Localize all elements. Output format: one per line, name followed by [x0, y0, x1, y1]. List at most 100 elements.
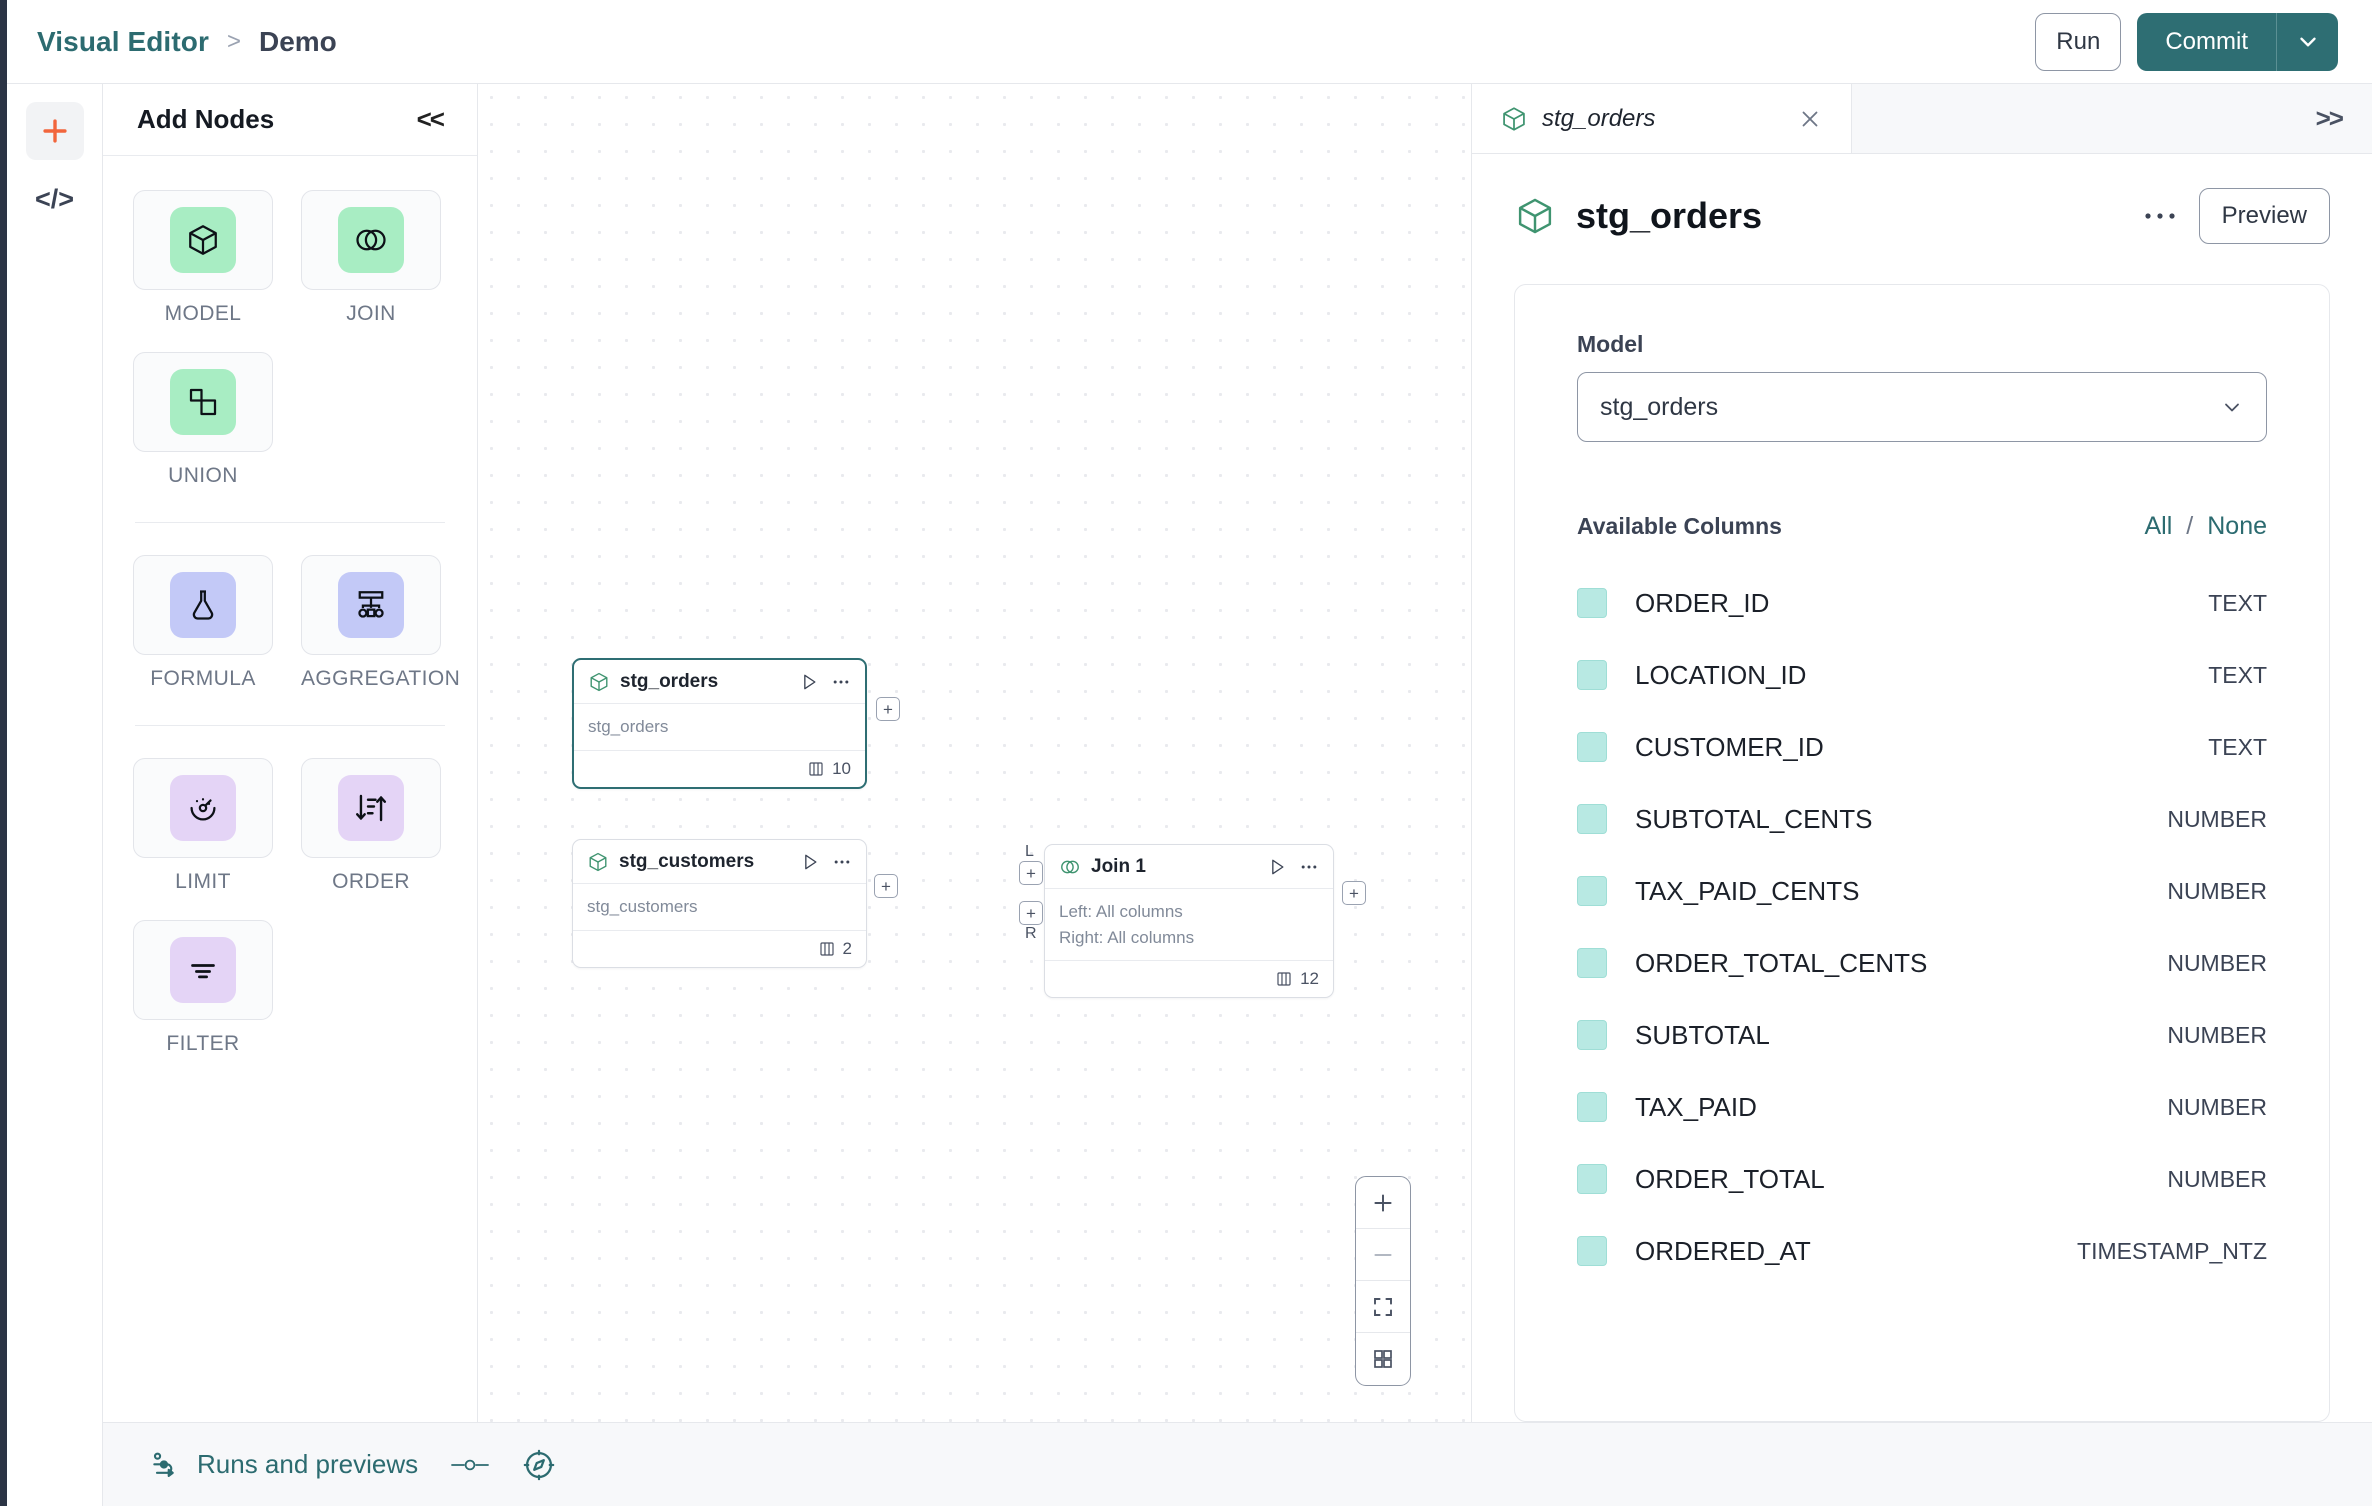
- sort-arrows-icon: [338, 775, 404, 841]
- node-type-union-label: UNION: [168, 464, 238, 487]
- columns-icon: [818, 940, 836, 958]
- node-type-filter[interactable]: FILTER: [133, 920, 273, 1056]
- column-row[interactable]: SUBTOTAL_CENTS NUMBER: [1577, 783, 2267, 855]
- column-checkbox[interactable]: [1577, 732, 1607, 762]
- flow-node-output-port[interactable]: +: [874, 874, 898, 898]
- column-name: CUSTOMER_ID: [1635, 731, 1824, 762]
- flow-node-title: stg_customers: [619, 850, 755, 872]
- column-row[interactable]: SUBTOTAL NUMBER: [1577, 999, 2267, 1071]
- node-type-model-tile[interactable]: [133, 190, 273, 290]
- column-name: TAX_PAID: [1635, 1091, 1757, 1122]
- column-checkbox[interactable]: [1577, 876, 1607, 906]
- flow-node-join-1[interactable]: Join 1 Left: All columns Right: All colu…: [1019, 843, 1366, 998]
- node-type-limit[interactable]: LIMIT: [133, 758, 273, 894]
- bottom-bar: Runs and previews: [103, 1422, 2372, 1506]
- node-type-join-label: JOIN: [346, 302, 396, 325]
- flow-node-input-port-right[interactable]: +: [1019, 901, 1043, 925]
- run-button[interactable]: Run: [2035, 12, 2122, 71]
- column-row[interactable]: ORDER_ID TEXT: [1577, 567, 2267, 639]
- fit-view-icon[interactable]: [1356, 1281, 1410, 1333]
- flow-node-input-port-left[interactable]: +: [1019, 861, 1043, 885]
- flow-node-body: stg_orders: [574, 704, 865, 751]
- ellipsis-icon[interactable]: [831, 672, 851, 692]
- node-type-filter-tile[interactable]: [133, 920, 273, 1020]
- toggle-dot-icon[interactable]: [448, 1452, 492, 1478]
- select-none-link[interactable]: None: [2207, 512, 2267, 540]
- column-row[interactable]: CUSTOMER_ID TEXT: [1577, 711, 2267, 783]
- flow-node-actions: [1267, 857, 1319, 877]
- column-row[interactable]: TAX_PAID NUMBER: [1577, 1071, 2267, 1143]
- compass-icon[interactable]: [522, 1448, 556, 1482]
- node-type-order-tile[interactable]: [301, 758, 441, 858]
- add-nodes-panel: Add Nodes << MODEL JOIN: [103, 84, 478, 1422]
- ellipsis-icon[interactable]: [1299, 857, 1319, 877]
- breadcrumb-root-link[interactable]: Visual Editor: [37, 25, 209, 57]
- node-type-aggregation-tile[interactable]: [301, 555, 441, 655]
- select-all-link[interactable]: All: [2144, 512, 2173, 540]
- column-row[interactable]: ORDER_TOTAL_CENTS NUMBER: [1577, 927, 2267, 999]
- collapse-panel-button[interactable]: <<: [416, 104, 445, 134]
- column-row[interactable]: ORDER_TOTAL NUMBER: [1577, 1143, 2267, 1215]
- node-type-aggregation[interactable]: AGGREGATION: [301, 555, 460, 691]
- model-select[interactable]: stg_orders: [1577, 372, 2267, 442]
- play-icon[interactable]: [799, 672, 819, 692]
- play-icon[interactable]: [1267, 857, 1287, 877]
- column-row[interactable]: TAX_PAID_CENTS NUMBER: [1577, 855, 2267, 927]
- cube-icon: [1514, 195, 1556, 237]
- code-brackets-icon[interactable]: </>: [34, 183, 75, 214]
- select-separator: /: [2186, 512, 2194, 540]
- close-icon[interactable]: [1797, 106, 1823, 132]
- node-type-union[interactable]: UNION: [133, 352, 273, 488]
- column-checkbox[interactable]: [1577, 1236, 1607, 1266]
- flow-node-output-port[interactable]: +: [1342, 881, 1366, 905]
- chevron-double-right-icon[interactable]: >>: [2315, 103, 2344, 133]
- column-type: NUMBER: [2167, 1021, 2267, 1048]
- flow-canvas[interactable]: stg_orders stg_orders 10 + stg_c: [478, 84, 1471, 1422]
- commit-button-group: Commit: [2137, 12, 2338, 71]
- mini-map-icon[interactable]: [1356, 1333, 1410, 1385]
- flow-node-header: Join 1: [1045, 845, 1333, 889]
- flow-node-title: stg_orders: [620, 670, 719, 692]
- node-type-order[interactable]: ORDER: [301, 758, 441, 894]
- node-type-union-tile[interactable]: [133, 352, 273, 452]
- runs-and-previews-button[interactable]: Runs and previews: [149, 1449, 418, 1481]
- flow-node-stg-customers[interactable]: stg_customers stg_customers 2 +: [572, 839, 898, 968]
- column-name: LOCATION_ID: [1635, 659, 1807, 690]
- zoom-in-icon[interactable]: [1356, 1177, 1410, 1229]
- column-checkbox[interactable]: [1577, 1020, 1607, 1050]
- node-type-limit-tile[interactable]: [133, 758, 273, 858]
- column-checkbox[interactable]: [1577, 1092, 1607, 1122]
- inspector-tab-stg-orders[interactable]: stg_orders: [1472, 84, 1852, 153]
- plus-icon: [38, 114, 72, 148]
- aggregation-tree-icon: [338, 572, 404, 638]
- column-checkbox[interactable]: [1577, 948, 1607, 978]
- add-node-button[interactable]: [25, 102, 84, 160]
- app-edge-strip: [0, 0, 7, 1506]
- columns-icon: [807, 760, 825, 778]
- column-checkbox[interactable]: [1577, 660, 1607, 690]
- preview-button[interactable]: Preview: [2198, 188, 2330, 244]
- ellipsis-icon[interactable]: [832, 852, 852, 872]
- node-type-join[interactable]: JOIN: [301, 190, 441, 326]
- column-row[interactable]: LOCATION_ID TEXT: [1577, 639, 2267, 711]
- node-type-join-tile[interactable]: [301, 190, 441, 290]
- zoom-out-icon[interactable]: [1356, 1229, 1410, 1281]
- canvas-zoom-controls: [1355, 1176, 1411, 1386]
- flow-node-column-count: 2: [842, 938, 852, 958]
- column-checkbox[interactable]: [1577, 588, 1607, 618]
- flow-node-output-port[interactable]: +: [876, 697, 900, 721]
- node-type-formula[interactable]: FORMULA: [133, 555, 273, 691]
- play-icon[interactable]: [800, 852, 820, 872]
- chevron-down-icon[interactable]: [2276, 12, 2338, 71]
- column-checkbox[interactable]: [1577, 1164, 1607, 1194]
- breadcrumb-separator: >: [226, 27, 241, 55]
- node-type-model[interactable]: MODEL: [133, 190, 273, 326]
- column-row[interactable]: ORDERED_AT TIMESTAMP_NTZ: [1577, 1215, 2267, 1287]
- commit-button[interactable]: Commit: [2137, 12, 2276, 71]
- column-checkbox[interactable]: [1577, 804, 1607, 834]
- top-bar-actions: Run Commit: [2035, 12, 2338, 71]
- ellipsis-icon[interactable]: [2143, 210, 2177, 222]
- flow-node-stg-orders[interactable]: stg_orders stg_orders 10 +: [572, 658, 900, 789]
- node-type-formula-tile[interactable]: [133, 555, 273, 655]
- flow-node-column-count: 10: [832, 758, 851, 778]
